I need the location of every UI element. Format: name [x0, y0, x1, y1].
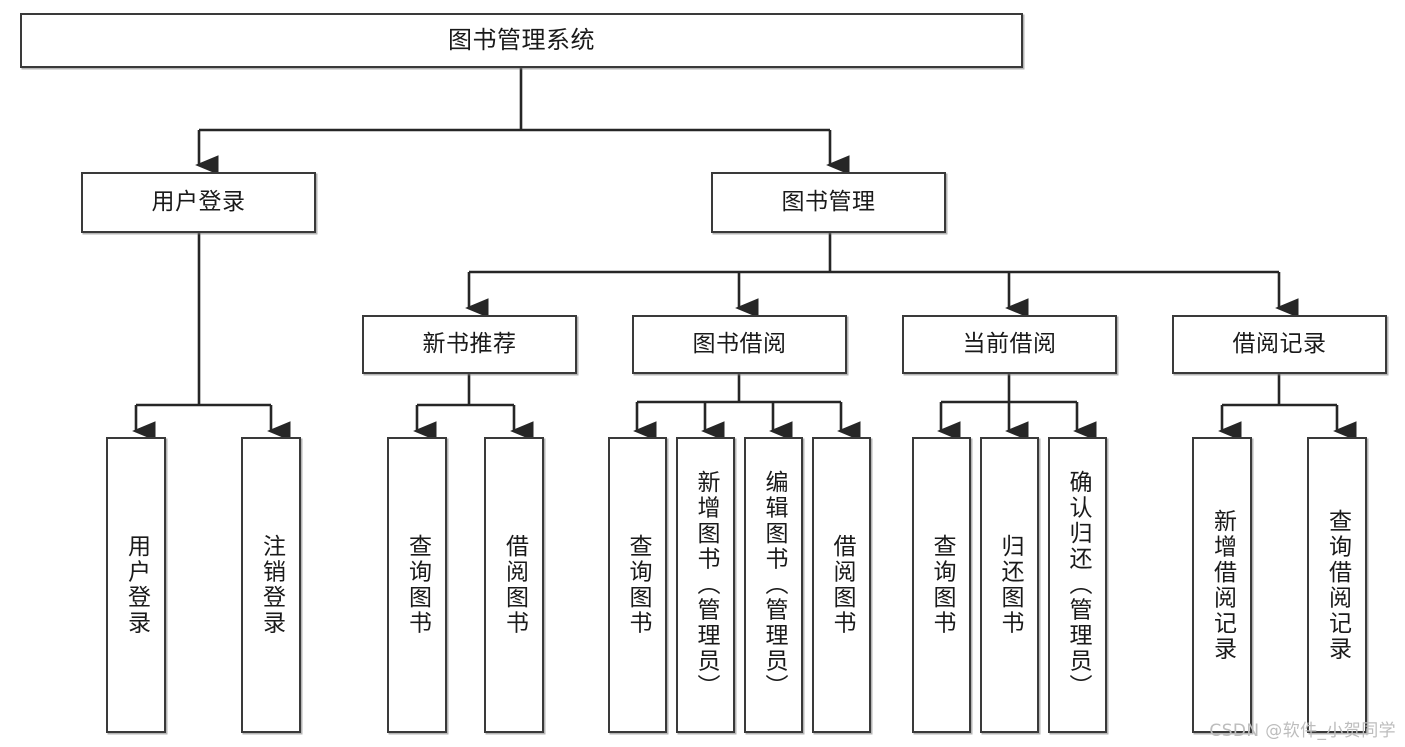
- node-current-borrow[interactable]: 当前借阅: [902, 315, 1117, 374]
- node-label: 新增图书（管理员）: [693, 470, 719, 700]
- node-label: 借阅记录: [1232, 330, 1327, 357]
- node-new-book-recommend[interactable]: 新书推荐: [362, 315, 577, 374]
- node-leaf-add-book-admin[interactable]: 新增图书（管理员）: [676, 437, 735, 733]
- node-leaf-query-book-recommend[interactable]: 查询图书: [387, 437, 447, 733]
- node-leaf-query-borrow-record[interactable]: 查询借阅记录: [1307, 437, 1367, 733]
- node-label: 用户登录: [123, 534, 150, 636]
- node-label: 查询图书: [625, 534, 651, 636]
- node-book-borrow[interactable]: 图书借阅: [632, 315, 847, 374]
- node-label: 借阅图书: [829, 534, 855, 636]
- node-leaf-borrow-book[interactable]: 借阅图书: [812, 437, 871, 733]
- node-leaf-logout[interactable]: 注销登录: [241, 437, 301, 733]
- node-label: 图书借阅: [692, 330, 787, 357]
- node-label: 查询图书: [404, 534, 431, 636]
- node-borrow-records[interactable]: 借阅记录: [1172, 315, 1387, 374]
- node-label: 查询图书: [929, 534, 955, 636]
- node-label: 新书推荐: [422, 330, 517, 357]
- node-leaf-return-book[interactable]: 归还图书: [980, 437, 1039, 733]
- node-label: 借阅图书: [501, 534, 528, 636]
- node-leaf-query-book-current[interactable]: 查询图书: [912, 437, 971, 733]
- node-leaf-borrow-book-recommend[interactable]: 借阅图书: [484, 437, 544, 733]
- node-label: 注销登录: [258, 534, 285, 636]
- node-label: 用户登录: [151, 188, 246, 215]
- node-label: 当前借阅: [962, 330, 1057, 357]
- node-book-management[interactable]: 图书管理: [711, 172, 946, 233]
- node-leaf-edit-book-admin[interactable]: 编辑图书（管理员）: [744, 437, 803, 733]
- node-label: 确认归还（管理员）: [1065, 470, 1091, 700]
- node-label: 图书管理系统: [448, 26, 595, 55]
- node-label: 归还图书: [997, 534, 1023, 636]
- node-label: 新增借阅记录: [1209, 508, 1236, 662]
- node-user-login[interactable]: 用户登录: [81, 172, 316, 233]
- node-root-system[interactable]: 图书管理系统: [20, 13, 1023, 68]
- node-leaf-confirm-return-admin[interactable]: 确认归还（管理员）: [1048, 437, 1107, 733]
- node-label: 图书管理: [781, 188, 876, 215]
- node-label: 编辑图书（管理员）: [761, 470, 787, 700]
- node-label: 查询借阅记录: [1324, 508, 1351, 662]
- node-leaf-query-book-borrow[interactable]: 查询图书: [608, 437, 667, 733]
- node-leaf-user-login[interactable]: 用户登录: [106, 437, 166, 733]
- csdn-watermark: CSDN @软件_小贺同学: [1209, 721, 1396, 741]
- node-leaf-add-borrow-record[interactable]: 新增借阅记录: [1192, 437, 1252, 733]
